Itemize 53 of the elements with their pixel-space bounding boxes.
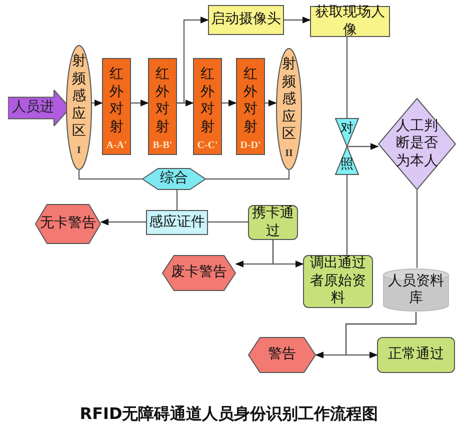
node-label: II	[285, 146, 293, 160]
process-box	[303, 255, 373, 308]
node-label: 获取现场人像	[314, 4, 386, 39]
connector-arrow	[177, 16, 209, 104]
infrared-box	[193, 58, 222, 155]
node-label: B-B'	[152, 139, 172, 153]
node-label: 红外对射	[200, 66, 214, 136]
node-label: 射频感应区	[282, 56, 296, 144]
node-label: 启动摄像头	[211, 11, 281, 29]
connector-arrow	[92, 100, 103, 106]
connector-arrow	[131, 100, 149, 106]
compare-bowtie	[335, 118, 359, 175]
infrared-box	[148, 58, 177, 155]
connector-arrow	[272, 240, 304, 268]
connector-arrow	[345, 312, 417, 358]
warning-hexagon	[248, 337, 316, 373]
node-label: 射频感应区	[72, 53, 86, 140]
node-label: 废卡警告	[171, 264, 227, 282]
process-box	[208, 5, 284, 35]
node-label: C-C'	[197, 139, 218, 153]
node-label: 无卡警告	[40, 215, 96, 233]
connector-arrow	[284, 16, 311, 24]
merge-hexagon	[142, 168, 206, 190]
node-label: D-D'	[240, 139, 261, 153]
sensing-zone-ellipse	[276, 48, 302, 170]
node-label: 对	[340, 122, 354, 135]
node-label: 警告	[268, 346, 296, 364]
warning-hexagon	[162, 255, 236, 291]
node-label: 红外对射	[156, 66, 170, 136]
infrared-box	[236, 58, 265, 155]
sensing-zone-ellipse	[66, 45, 92, 170]
node-label: 人员资料库	[387, 272, 445, 308]
node-label: 人工判断是否为本人	[395, 118, 439, 170]
node-label: 人员进	[12, 99, 54, 117]
warning-hexagon	[35, 204, 101, 244]
node-label: 红外对射	[110, 66, 124, 136]
process-box	[377, 337, 455, 373]
node-label: 携卡通过	[252, 205, 294, 240]
node-label: 正常通过	[388, 346, 444, 364]
node-label: 感应证件	[149, 214, 205, 232]
connector-arrow	[347, 143, 379, 150]
node-label: 红外对射	[244, 66, 258, 136]
node-label: I	[77, 144, 81, 158]
caption: RFID无障碍通道人员身份识别工作流程图	[78, 403, 380, 425]
infrared-box	[102, 58, 131, 155]
node-label: 照	[340, 158, 354, 171]
decision-diamond	[378, 98, 456, 190]
node-label: A-A'	[106, 139, 127, 153]
node-label: 调出通过者原始资料	[309, 255, 367, 308]
connector-arrow	[100, 218, 146, 226]
node-label: 综合	[160, 170, 188, 188]
connector-arrow	[222, 100, 237, 106]
connector-arrow	[265, 100, 277, 106]
